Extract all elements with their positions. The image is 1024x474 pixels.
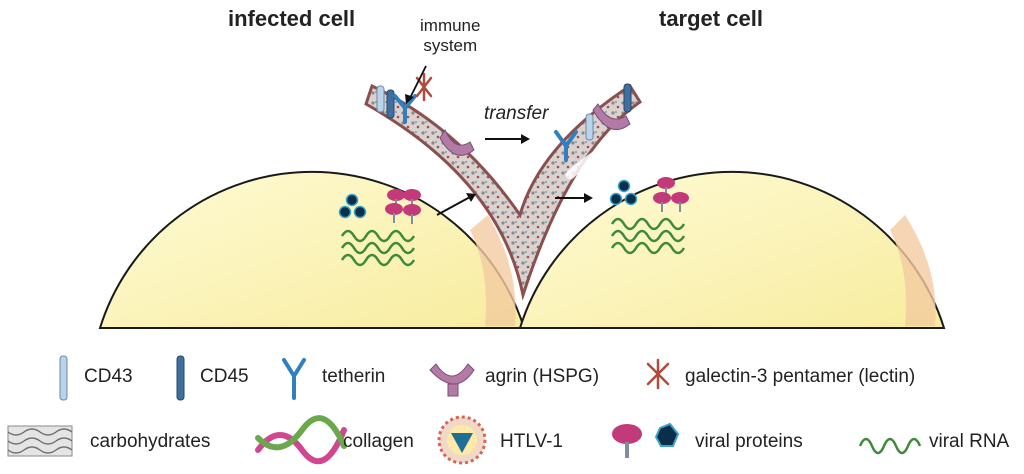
target-cell-label: target cell [659,6,763,31]
immune-arrow [409,65,427,99]
galectin-icon [646,358,670,390]
collagen-icon [255,415,347,465]
tetherin-receptor-right [554,130,578,162]
target-cell-shade [890,215,936,326]
legend-tetherin-label: tetherin [322,366,386,387]
htlv-icon [437,415,487,465]
viral-proteins-icon [612,422,680,458]
legend-viral-proteins-label: viral proteins [695,431,803,452]
legend-galectin-label: galectin-3 pentamer (lectin) [685,366,916,387]
viral-rna-icon [858,437,922,455]
infected-cell-shade [470,215,516,326]
cd45-icon [176,355,185,401]
cd43-receptor-right [585,113,594,141]
legend-agrin-label: agrin (HSPG) [485,366,600,387]
immune-label-line1: immune [420,16,481,35]
cd43-icon [59,355,68,401]
cd45-receptor-right [623,83,632,113]
agrin-receptor-left [439,128,475,156]
cd43-receptor-left [376,85,385,113]
tetherin-receptor-left [393,94,417,124]
infected-cell-label: infected cell [228,6,356,31]
viral-proteins-right [609,177,689,212]
transfer-label: transfer [484,103,549,124]
exit-arrow-left [436,196,471,216]
tetherin-icon [282,358,306,400]
viral-rna-right [610,217,686,255]
immune-label-line2: system [423,36,478,55]
viral-rna-left [340,229,416,267]
target-cell [518,170,946,329]
target-cell-highlight [565,107,765,180]
agrin-receptor-right [592,103,631,131]
viral-proteins-left [338,189,421,224]
immune-system-label: immune system [420,16,480,56]
legend-collagen-label: collagen [343,431,414,452]
infected-cell-highlight [145,107,335,175]
legend-cd45-label: CD45 [200,366,249,387]
legend-carbohydrates-label: carbohydrates [90,431,211,452]
agrin-icon [429,363,475,397]
legend-htlv-label: HTLV-1 [500,431,564,452]
carbohydrates-icon [7,425,73,457]
cd45-receptor-left [386,89,395,119]
legend-cd43-label: CD43 [84,366,133,387]
legend-viral-rna-label: viral RNA [929,431,1010,452]
infected-cell [98,170,526,329]
